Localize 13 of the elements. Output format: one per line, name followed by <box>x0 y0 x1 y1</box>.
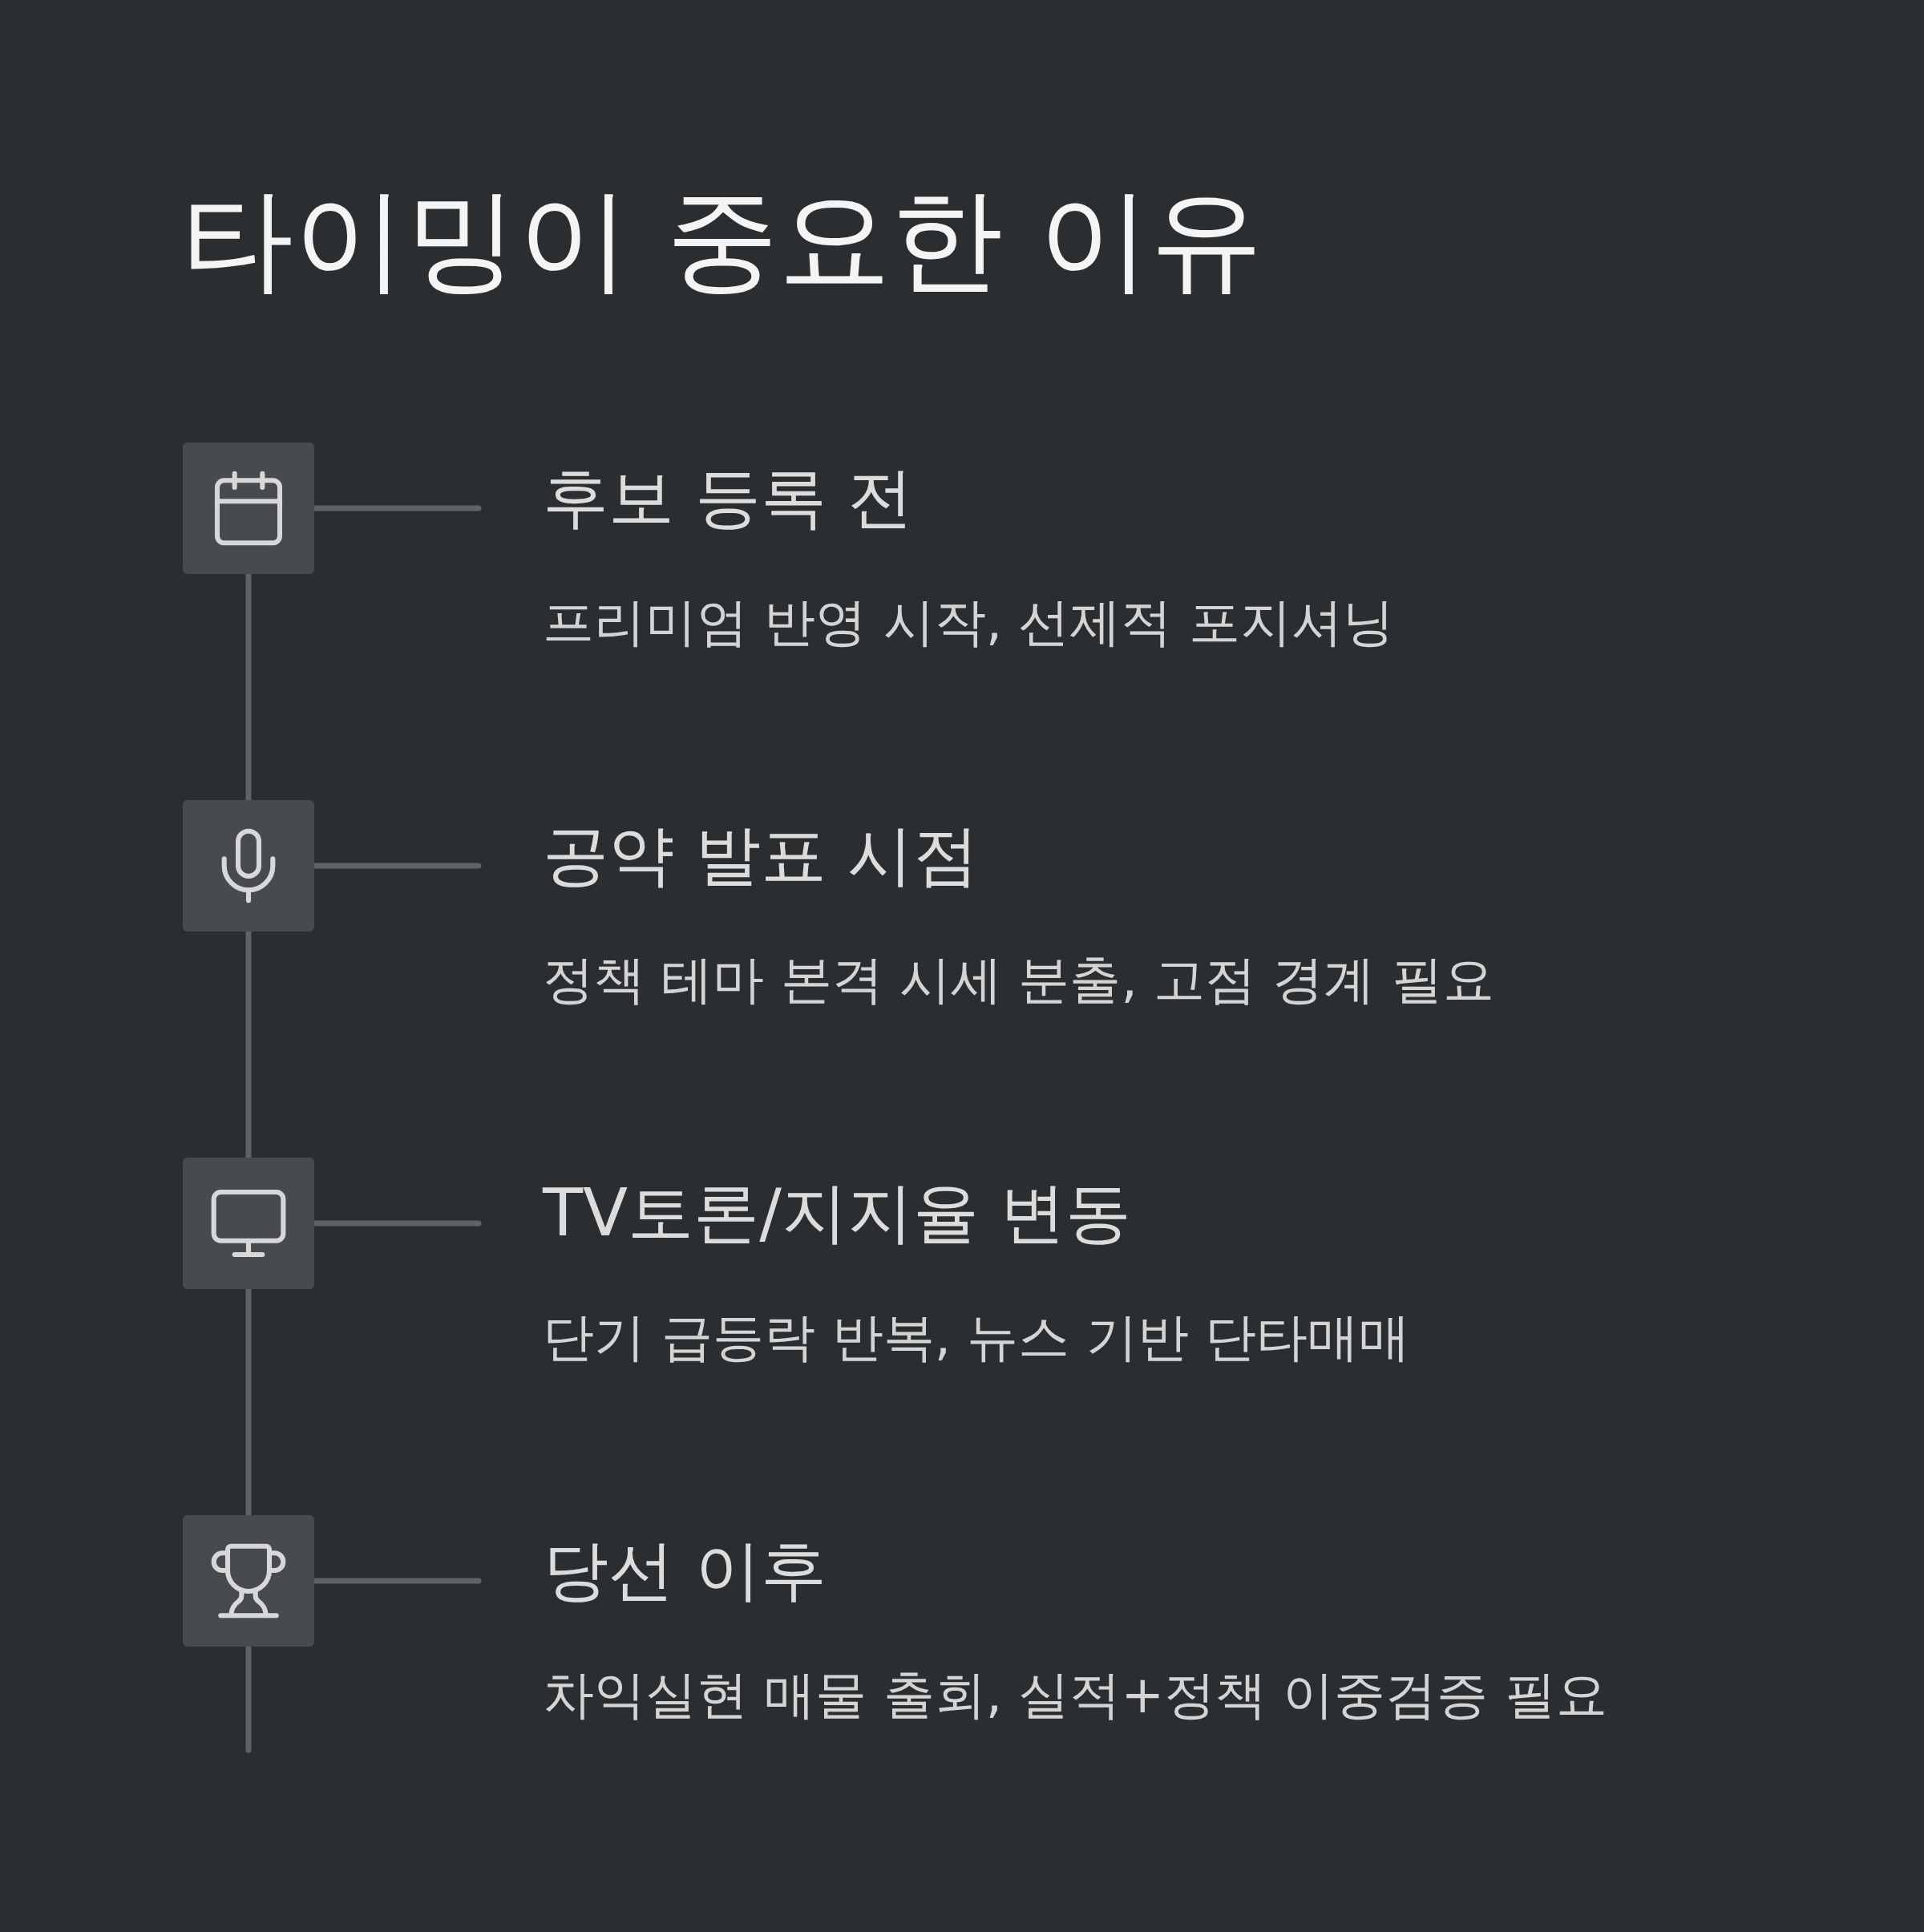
step-heading: 후보 등록 전 <box>543 459 914 537</box>
icon-tile <box>183 1158 314 1289</box>
title: 타이밍이 중요한 이유 <box>181 173 1263 306</box>
step-heading: TV토론/지지율 변동 <box>543 1174 1131 1252</box>
step-heading: 공약 발표 시점 <box>543 816 980 895</box>
step-description: 정책 테마 본격 시세 분출, 고점 경계 필요 <box>543 949 1494 1012</box>
step-heading: 당선 이후 <box>543 1531 827 1610</box>
icon-tile <box>183 1515 314 1647</box>
step-description: 차익실현 매물 출회, 실적+정책 이중검증 필요 <box>543 1664 1607 1727</box>
step-description: 단기 급등락 반복, 뉴스 기반 단타매매 <box>543 1307 1411 1369</box>
icon-tile <box>183 443 314 574</box>
step-description: 프리미엄 반영 시작, 선제적 포지셔닝 <box>543 592 1394 654</box>
icon-tile <box>183 800 314 932</box>
